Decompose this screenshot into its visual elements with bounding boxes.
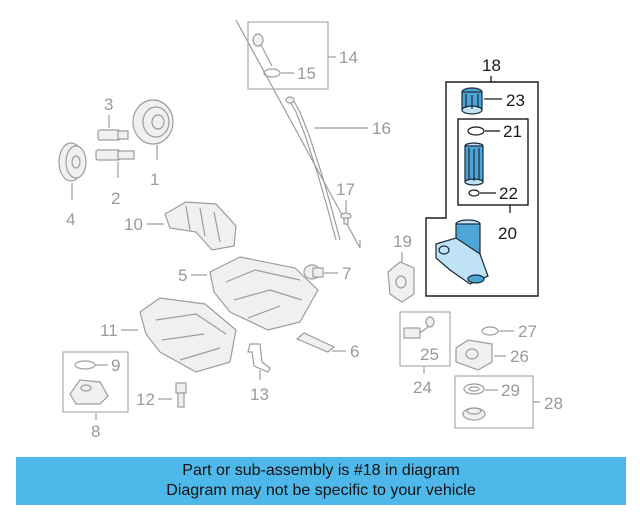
bracket-13: [247, 343, 271, 373]
callout-18[interactable]: 18: [482, 56, 501, 75]
callout-3[interactable]: 3: [104, 95, 113, 114]
bolt-17: [340, 212, 352, 225]
damper-pulley: [58, 142, 87, 182]
oring-21: [467, 126, 485, 136]
callout-8[interactable]: 8: [91, 422, 100, 441]
bolt-3: [97, 129, 129, 141]
oil-baffle: [164, 201, 237, 251]
callout-17[interactable]: 17: [336, 180, 355, 199]
callout-29[interactable]: 29: [501, 381, 520, 400]
seal-29: [463, 383, 485, 395]
callout-19[interactable]: 19: [393, 232, 412, 251]
oil-cooler-26: [455, 339, 493, 371]
callout-1[interactable]: 1: [150, 170, 159, 189]
gasket-27: [481, 326, 499, 336]
callout-10[interactable]: 10: [124, 215, 143, 234]
callout-7[interactable]: 7: [342, 264, 351, 283]
callout-15[interactable]: 15: [297, 64, 316, 83]
group-box-20: [457, 118, 529, 206]
dipstick-tube: [287, 97, 337, 241]
callout-21[interactable]: 21: [503, 122, 522, 141]
group-box-28: [454, 375, 534, 429]
filter-element: [464, 142, 484, 186]
callout-4[interactable]: 4: [66, 210, 75, 229]
pulley-large: [132, 99, 174, 145]
callout-13[interactable]: 13: [250, 385, 269, 404]
group-box-8: [62, 351, 129, 413]
callout-2[interactable]: 2: [111, 189, 120, 208]
group-box-18: [425, 81, 539, 297]
filter-cap-23: [461, 87, 483, 115]
dipstick-handle: [252, 33, 273, 67]
plug-28: [462, 407, 486, 421]
info-banner: Part or sub-assembly is #18 in diagram D…: [16, 457, 626, 505]
oil-pan-upper: [209, 256, 319, 331]
group-box-14: [247, 21, 329, 90]
callout-9[interactable]: 9: [111, 356, 120, 375]
banner-line-2: Diagram may not be specific to your vehi…: [166, 482, 476, 499]
group-box-24: [399, 311, 451, 367]
filter-housing: [435, 219, 489, 285]
callout-27[interactable]: 27: [518, 322, 537, 341]
oil-level-sensor: [303, 264, 324, 280]
oring-22: [468, 189, 480, 197]
callout-22[interactable]: 22: [499, 184, 518, 203]
banner-line-1: Part or sub-assembly is #18 in diagram: [182, 462, 460, 479]
callout-12[interactable]: 12: [136, 390, 155, 409]
oil-pan-lower: [139, 297, 237, 373]
callout-16[interactable]: 16: [372, 119, 391, 138]
parts-diagram: 1 2 3 4 10 5 7 6 11: [58, 19, 563, 441]
oring-15: [263, 68, 281, 78]
callout-25[interactable]: 25: [420, 345, 439, 364]
bolt-2: [95, 149, 135, 161]
sensor-25: [403, 316, 435, 339]
callout-14[interactable]: 14: [339, 48, 358, 67]
callout-11[interactable]: 11: [100, 321, 118, 340]
callout-26[interactable]: 26: [510, 347, 529, 366]
callout-28[interactable]: 28: [544, 394, 563, 413]
dipstick-region-line: [235, 19, 361, 249]
callout-5[interactable]: 5: [178, 266, 187, 285]
callout-20[interactable]: 20: [498, 224, 517, 243]
callout-24[interactable]: 24: [413, 378, 432, 397]
callout-6[interactable]: 6: [350, 342, 359, 361]
oring-9: [74, 360, 96, 370]
callout-23[interactable]: 23: [506, 91, 525, 110]
drain-plug: [175, 382, 187, 408]
pickup-tube: [69, 379, 109, 405]
cooler-adapter-19: [387, 261, 415, 303]
drain-gasket: [295, 332, 336, 353]
